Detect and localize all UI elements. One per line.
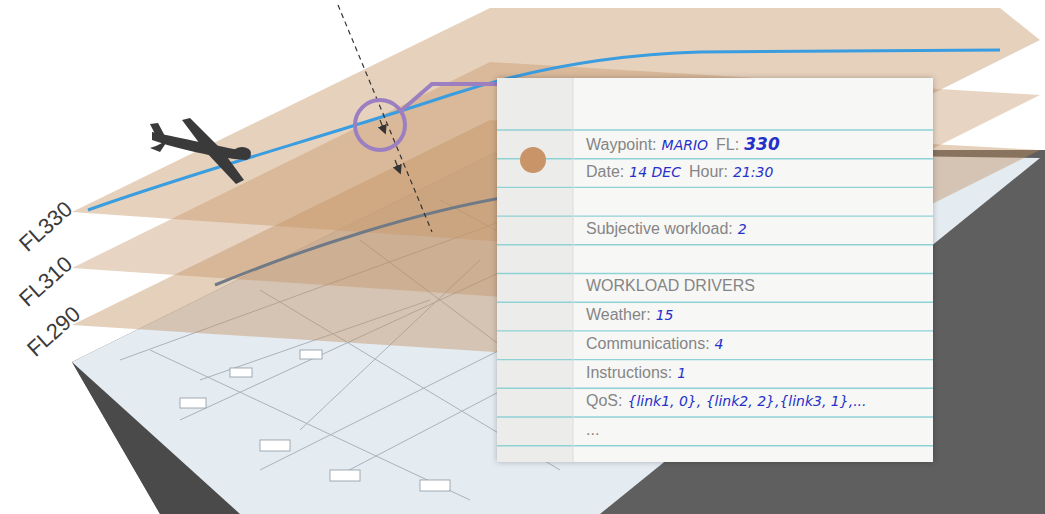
field-label: Waypoint: bbox=[586, 136, 657, 154]
notepad-row: WORKLOAD DRIVERS bbox=[586, 277, 755, 295]
field-label: Communications: bbox=[586, 335, 710, 353]
dashed-crossing bbox=[338, 5, 432, 232]
field-label: Subjective workload: bbox=[586, 220, 733, 238]
arrow-mark bbox=[380, 120, 384, 130]
leader-line bbox=[402, 84, 500, 110]
field-label: Date: bbox=[586, 163, 624, 181]
drone-silhouette bbox=[150, 118, 251, 184]
trajectory-fl310 bbox=[215, 195, 520, 285]
field-value: MARIO bbox=[662, 137, 709, 153]
field-value: 21:30 bbox=[733, 164, 773, 180]
field-value: 15 bbox=[656, 307, 674, 323]
field-label: Instructions: bbox=[586, 364, 672, 382]
field-value: 4 bbox=[715, 336, 724, 352]
field-value: {link1, 0}, {link2, 2},{link3, 1},... bbox=[627, 393, 866, 409]
notepad-card: Waypoint: MARIO FL: 330Date: 14 DEC Hour: 21:3… bbox=[497, 78, 933, 462]
field-label: Hour: bbox=[689, 163, 728, 181]
arrow-mark bbox=[395, 160, 399, 170]
notepad-row: Communications: 4 bbox=[586, 335, 724, 353]
field-label: Weather: bbox=[586, 306, 651, 324]
notepad-row: Weather: 15 bbox=[586, 306, 673, 324]
field-label: ... bbox=[586, 421, 599, 439]
field-value: 14 DEC bbox=[629, 164, 681, 180]
notepad-row: Date: 14 DEC Hour: 21:30 bbox=[586, 163, 773, 181]
flight-level-label: FL330 bbox=[14, 196, 78, 257]
field-label: WORKLOAD DRIVERS bbox=[586, 277, 755, 295]
field-value: 2 bbox=[738, 221, 747, 237]
field-value: 1 bbox=[677, 365, 686, 381]
field-label: FL: bbox=[716, 136, 739, 154]
notepad-row: ... bbox=[586, 421, 599, 439]
waypoint-circle bbox=[355, 100, 405, 150]
notepad-row: Subjective workload: 2 bbox=[586, 220, 747, 238]
field-value: 330 bbox=[744, 134, 780, 154]
notepad-row: QoS: {link1, 0}, {link2, 2},{link3, 1},..… bbox=[586, 392, 867, 410]
notepad-row: Instructions: 1 bbox=[586, 364, 686, 382]
field-label: QoS: bbox=[586, 392, 622, 410]
notepad-row: Waypoint: MARIO FL: 330 bbox=[586, 134, 780, 154]
map-boxes bbox=[180, 350, 450, 491]
